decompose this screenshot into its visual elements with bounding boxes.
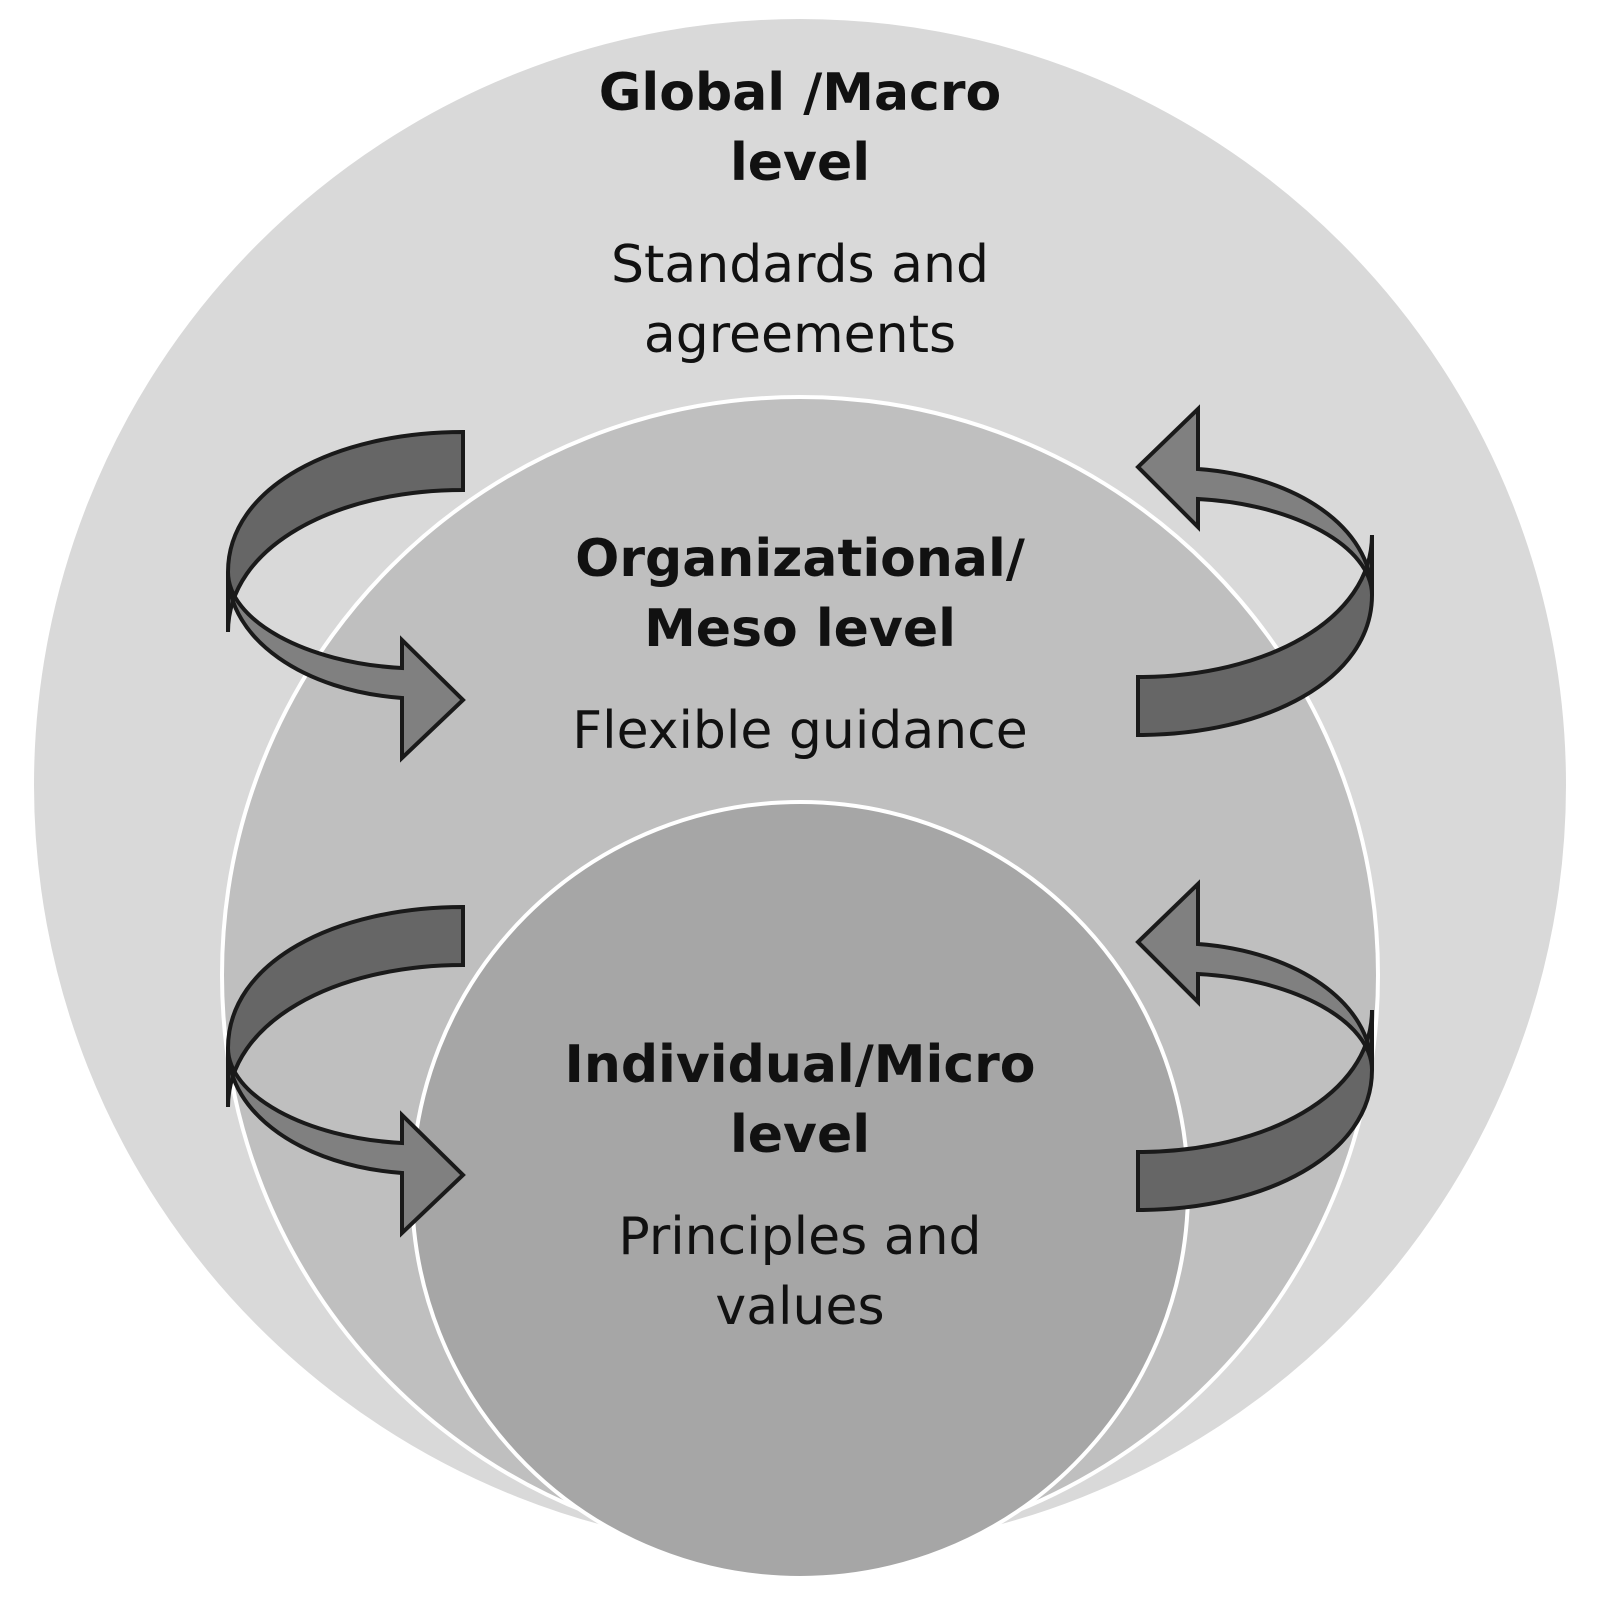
meso-title-line1: Organizational/ [575,529,1025,589]
meso-title-line2: Meso level [644,599,956,659]
micro-title-line1: Individual/Micro [564,1035,1035,1095]
macro-title-line2: level [730,133,870,193]
arrow-band-front [226,1047,466,1238]
arrow-band-back [1136,534,1374,738]
arrow-meso-to-macro [1135,404,1374,738]
arrow-meso-to-micro [226,904,466,1238]
macro-desc-line1: Standards and [611,235,989,295]
arrow-band-back [226,904,465,1108]
micro-title-line2: level [730,1105,870,1165]
arrow-band-back [226,429,465,633]
arrow-macro-to-meso [226,429,466,763]
arrow-micro-to-meso [1135,879,1374,1213]
arrow-band-front [226,571,466,763]
arrow-band-front [1135,404,1374,596]
macro-title-line1: Global /Macro [599,63,1002,123]
micro-desc-line1: Principles and [618,1207,981,1267]
macro-desc-line2: agreements [644,305,956,365]
arrow-band-back [1136,1009,1374,1213]
micro-level-circle [410,800,1190,1580]
meso-desc-line1: Flexible guidance [572,701,1027,761]
micro-desc-line2: values [715,1277,884,1337]
arrow-band-front [1135,879,1374,1071]
